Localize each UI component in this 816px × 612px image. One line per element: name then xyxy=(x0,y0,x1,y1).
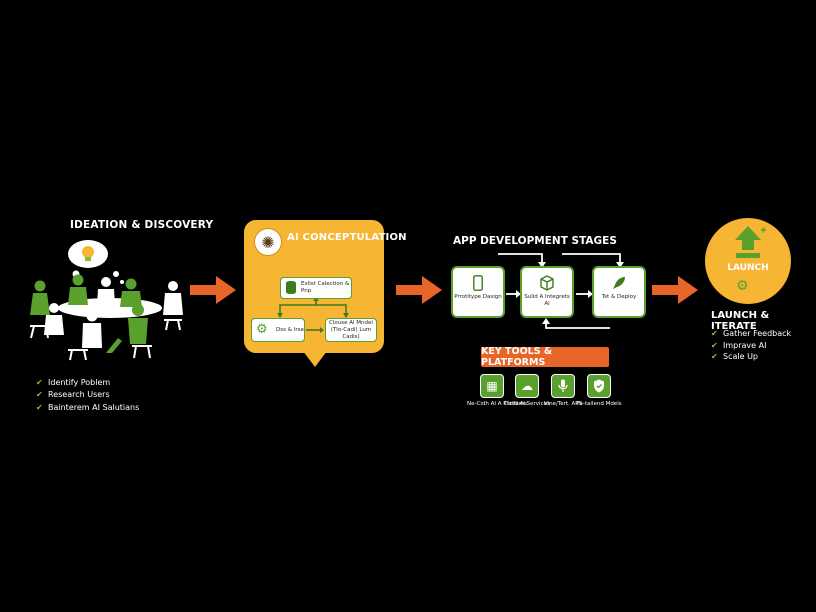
tool-cloud: ☁ Cloid Al Services xyxy=(504,374,550,408)
upload-arrow-icon xyxy=(735,226,766,258)
tool-models: Pe-tailend Mdels xyxy=(576,374,622,408)
model-box: Clouse Al Mndel (Tlo-Cadi) Lum Cadis) xyxy=(325,318,377,342)
launch-badge-label: LAUNCH xyxy=(727,263,769,273)
database-icon xyxy=(286,281,296,294)
step-build: Sulld A Integrets Al xyxy=(520,266,574,318)
concept-title: AI CONCEPTULATION xyxy=(287,232,407,243)
list-item: ✔Identify Poblem xyxy=(36,377,111,387)
phone-icon xyxy=(473,272,483,294)
list-item: ✔Scale Up xyxy=(711,352,758,362)
launch-title: LAUNCH & ITERATE xyxy=(711,310,770,332)
check-icon: ✔ xyxy=(36,402,43,412)
dev-model-arrow xyxy=(306,327,324,333)
list-item: ✔Gather Feedback xyxy=(711,329,792,339)
calculator-icon: ▦ xyxy=(480,374,504,398)
people-meeting-icon xyxy=(30,240,183,361)
launch-list: ✔Gather Feedback ✔Imprave AI ✔Scale Up xyxy=(711,328,791,363)
microphone-icon xyxy=(551,374,575,398)
shield-icon xyxy=(587,374,611,398)
check-icon: ✔ xyxy=(711,340,718,350)
brain-icon: ✺ xyxy=(254,228,282,256)
tool-voice: Vine/Tert. APS xyxy=(544,374,582,408)
check-icon: ✔ xyxy=(711,352,718,362)
cube-icon xyxy=(539,272,555,294)
development-cycle-arrows xyxy=(498,253,624,329)
tool-nocode: ▦ Ne-Cidh AI A Platfams xyxy=(467,374,527,408)
check-icon: ✔ xyxy=(36,377,43,387)
list-item: ✔Bainterem AI Salutians xyxy=(36,402,140,412)
check-icon: ✔ xyxy=(711,329,718,339)
ideation-list: ✔Identify Poblem ✔Research Users ✔Bainte… xyxy=(36,376,139,414)
step-deploy: Tst & Deploy xyxy=(592,266,646,318)
concept-connectors xyxy=(277,297,349,318)
tools-banner: KEY TOOLS & PLATFORMS xyxy=(481,346,609,368)
lightbulb-icon xyxy=(68,240,124,284)
cloud-icon: ☁ xyxy=(515,374,539,398)
dev-box: Dss & Irse xyxy=(251,318,305,342)
data-collection-box: Exlist Calection & Pnp xyxy=(280,277,352,299)
rocket-icon xyxy=(611,272,627,294)
gear-icon: ⚙ xyxy=(736,278,749,294)
list-item: ✔Imprave AI xyxy=(711,340,767,350)
ideation-title: IDEATION & DISCOVERY xyxy=(70,219,214,231)
flow-arrow-2 xyxy=(396,276,442,304)
development-title: APP DEVELOPMENT STAGES xyxy=(453,235,617,247)
gear-icon: ⚙ xyxy=(256,322,268,337)
list-item: ✔Research Users xyxy=(36,390,110,400)
concept-card-pointer xyxy=(303,351,327,367)
flow-arrow-3 xyxy=(652,276,698,304)
step-prototype: Prrotitype Dasign xyxy=(451,266,505,318)
check-icon: ✔ xyxy=(36,390,43,400)
flow-arrow-1 xyxy=(190,276,236,304)
